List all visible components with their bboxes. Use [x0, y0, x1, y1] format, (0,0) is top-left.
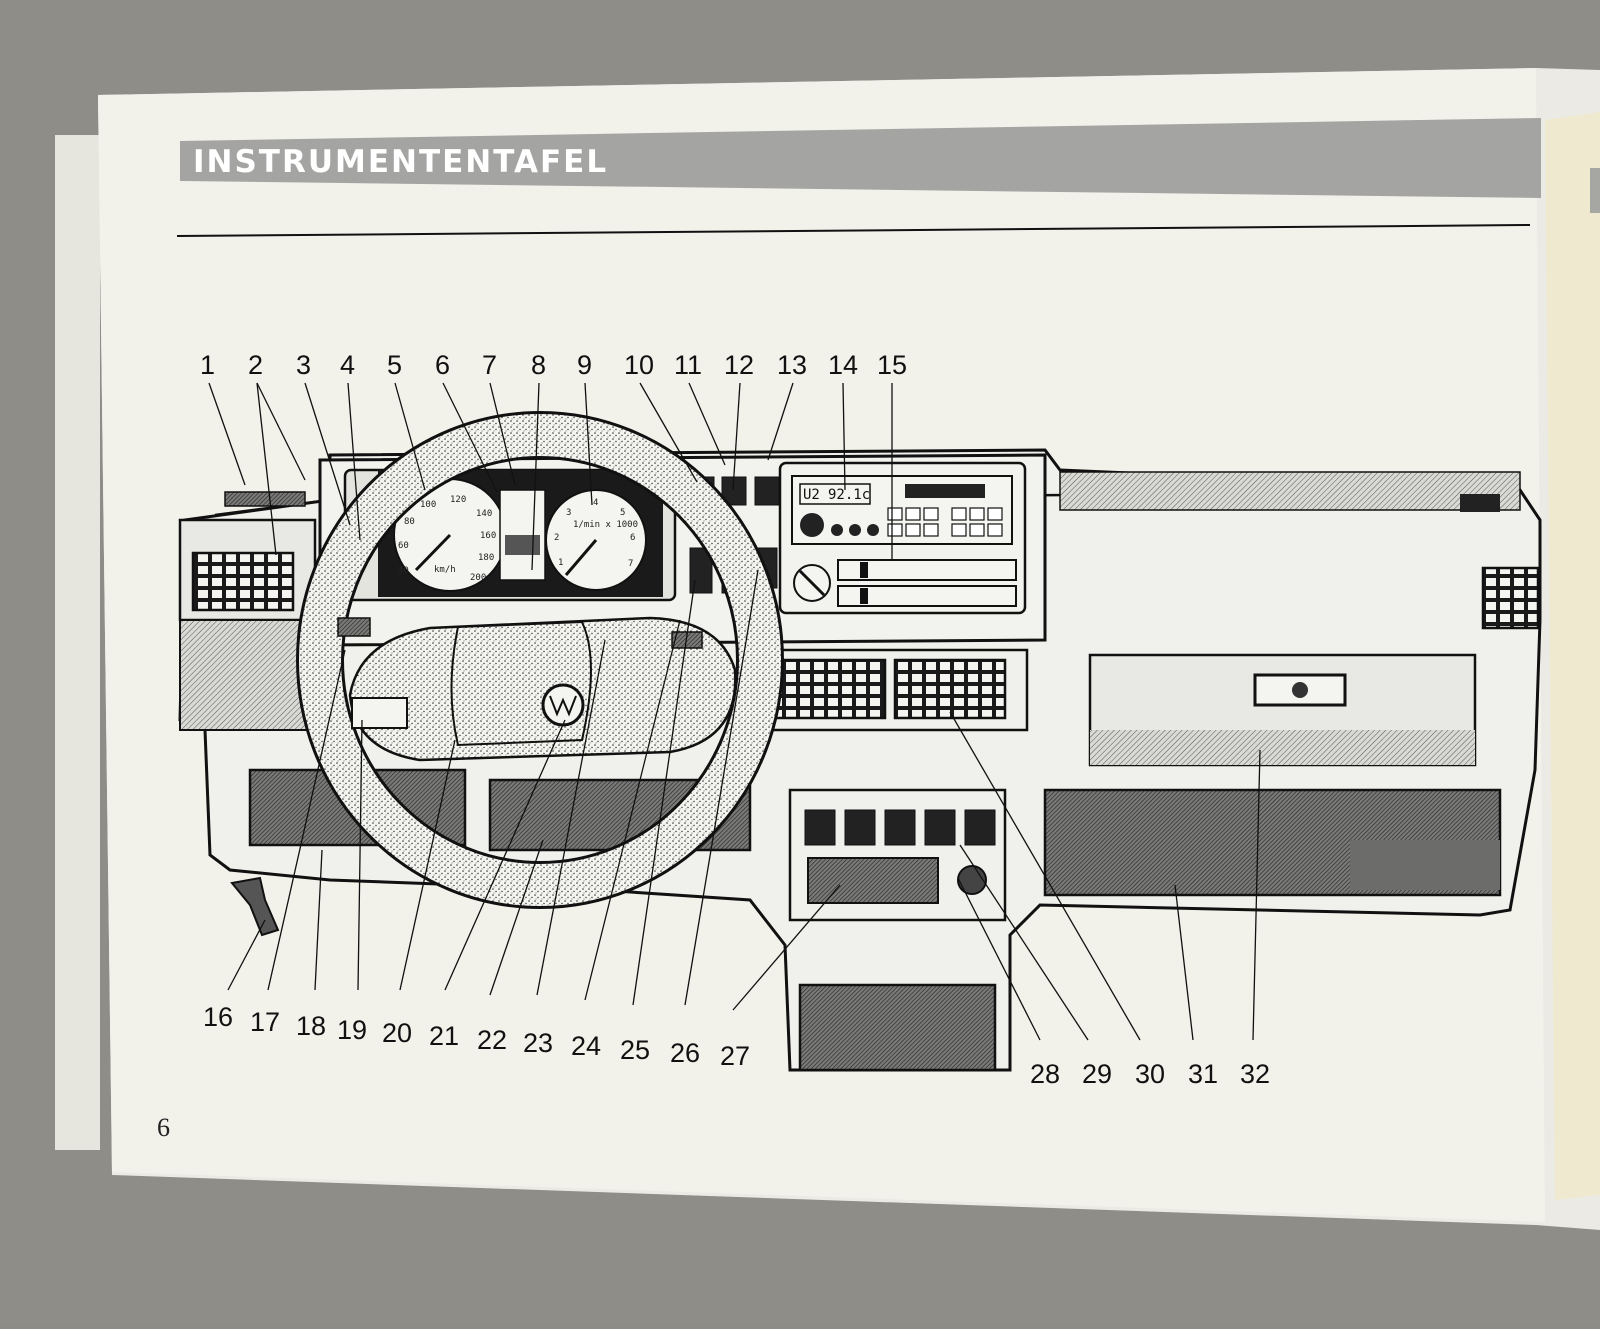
tacho-tick: 3	[566, 508, 571, 518]
callout-9: 9	[577, 350, 592, 380]
callout-13: 13	[777, 350, 807, 380]
speedo-tick: 120	[450, 495, 466, 505]
tachometer: 1 2 3 4 5 6 7 1/min x 1000	[554, 498, 638, 576]
callout-5: 5	[387, 350, 402, 380]
radio-frequency: 92.1c	[828, 487, 870, 503]
center-vent-right[interactable]	[893, 658, 1007, 720]
speedo-tick: 60	[398, 541, 409, 551]
section-title: INSTRUMENTENTAFEL	[193, 144, 608, 180]
heater-slider-upper[interactable]	[837, 559, 1017, 581]
callout-7: 7	[482, 350, 497, 380]
hood-release-lever	[230, 876, 280, 937]
leader-lines	[208, 382, 1261, 1041]
right-page-edge	[1545, 112, 1600, 1200]
callout-19: 19	[337, 1015, 367, 1045]
right-page-header-bar	[1590, 168, 1600, 213]
tacho-unit: 1/min x 1000	[573, 520, 638, 530]
callout-14: 14	[828, 350, 858, 380]
callout-12: 12	[724, 350, 754, 380]
tacho-tick: 7	[628, 559, 633, 569]
tacho-needle	[564, 539, 598, 576]
callout-3: 3	[296, 350, 311, 380]
tacho-tick: 1	[558, 558, 563, 568]
speedo-tick: 160	[480, 531, 496, 541]
header-rule	[176, 224, 1531, 237]
speedometer: 40 60 80 100 120 140 160 180 200 km/h	[398, 495, 496, 583]
callout-18: 18	[296, 1011, 326, 1041]
radio-preset-buttons[interactable]	[887, 507, 1003, 537]
callout-1: 1	[200, 350, 215, 380]
tacho-tick: 4	[593, 498, 598, 508]
speedo-tick: 100	[420, 500, 436, 510]
center-vent-left[interactable]	[773, 658, 887, 720]
speedo-tick: 200	[470, 573, 486, 583]
console-tray	[807, 857, 939, 904]
steering-wheel	[296, 411, 784, 909]
speedo-tick: 140	[476, 509, 492, 519]
callout-21: 21	[429, 1021, 459, 1051]
callout-6: 6	[435, 350, 450, 380]
radio-display	[799, 483, 871, 505]
callout-17: 17	[250, 1007, 280, 1037]
callout-24: 24	[571, 1031, 601, 1061]
callout-27: 27	[720, 1041, 750, 1071]
cigarette-lighter[interactable]	[957, 865, 987, 895]
callout-25: 25	[620, 1035, 650, 1065]
radio-volume-knob[interactable]	[800, 513, 824, 537]
callout-8: 8	[531, 350, 546, 380]
callout-26: 26	[670, 1038, 700, 1068]
tacho-tick: 2	[554, 533, 559, 543]
speedo-needle	[414, 533, 452, 572]
speedo-tick: 40	[398, 566, 409, 576]
speedo-tick: 80	[404, 517, 415, 527]
callout-32: 32	[1240, 1059, 1270, 1089]
heater-slider-lower[interactable]	[837, 585, 1017, 607]
back-pages	[55, 135, 100, 1150]
tacho-tick: 5	[620, 508, 625, 518]
callout-29: 29	[1082, 1059, 1112, 1089]
callout-22: 22	[477, 1025, 507, 1055]
dashboard-illustration: 40 60 80 100 120 140 160 180 200 km/h 1 …	[178, 411, 1542, 1072]
callout-31: 31	[1188, 1059, 1218, 1089]
vw-logo-icon	[541, 683, 585, 727]
speedo-tick: 180	[478, 553, 494, 563]
top-callouts: 1 2 3 4 5 6 7 8 9 10 11 12 13 14 15	[200, 350, 907, 380]
callout-23: 23	[523, 1028, 553, 1058]
console-storage	[798, 983, 997, 1072]
callout-10: 10	[624, 350, 654, 380]
glove-box-lock[interactable]	[1253, 673, 1347, 707]
page-number: 6	[157, 1113, 170, 1142]
callout-28: 28	[1030, 1059, 1060, 1089]
console-switches[interactable]	[804, 809, 996, 846]
callout-15: 15	[877, 350, 907, 380]
callout-16: 16	[203, 1002, 233, 1032]
bottom-callouts: 16 17 18 19 20 21 22 23 24 25 26 27 28 2…	[203, 1002, 1270, 1089]
radio-band: U2	[803, 487, 820, 503]
callout-2: 2	[248, 350, 263, 380]
callout-30: 30	[1135, 1059, 1165, 1089]
speedo-unit: km/h	[434, 565, 456, 575]
callout-11: 11	[674, 350, 702, 380]
callout-4: 4	[340, 350, 355, 380]
tacho-tick: 6	[630, 533, 635, 543]
header-bar	[180, 118, 1541, 198]
callout-20: 20	[382, 1018, 412, 1048]
